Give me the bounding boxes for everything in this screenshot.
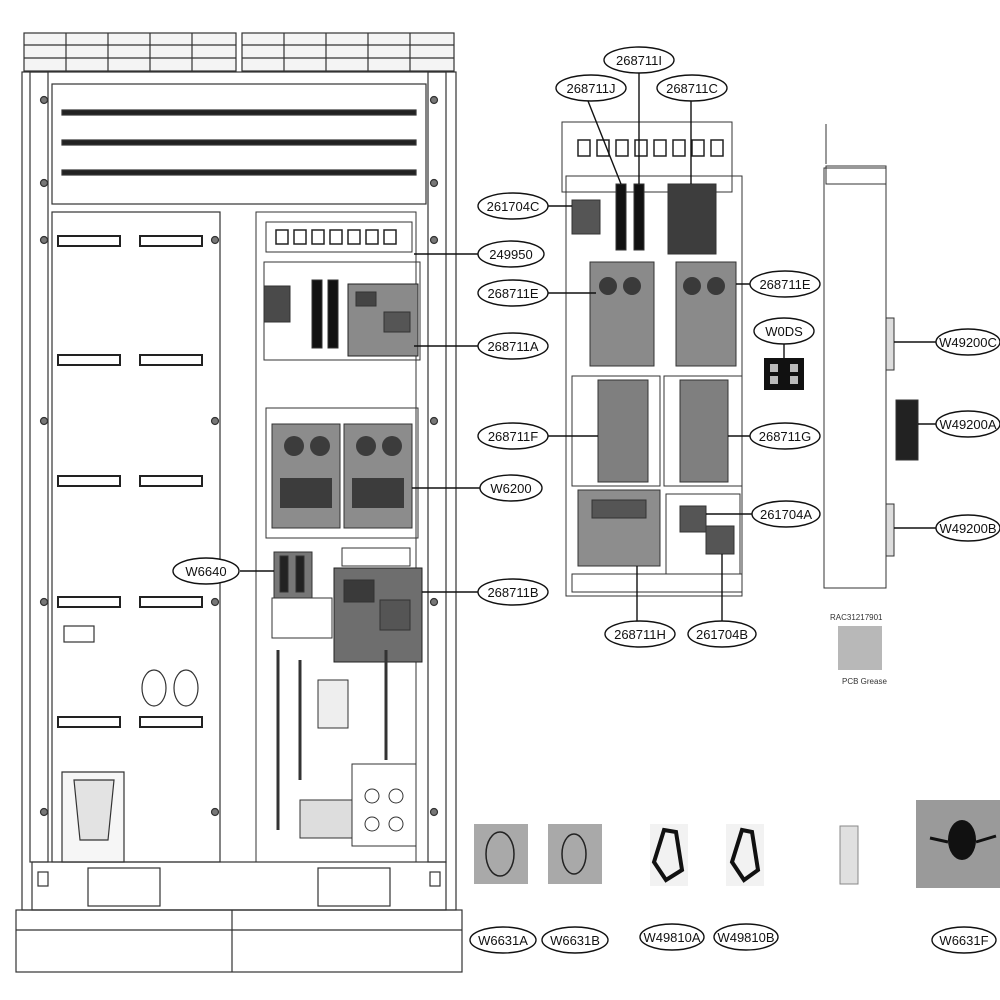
callout-268711J: 268711J <box>555 74 627 102</box>
svg-text:268711J: 268711J <box>567 81 616 96</box>
svg-text:W6200: W6200 <box>490 481 531 496</box>
svg-text:268711A: 268711A <box>487 339 538 354</box>
svg-text:268711E: 268711E <box>759 277 810 292</box>
callout-W6640: W6640 <box>172 557 240 585</box>
callout-W6631B: W6631B <box>541 926 609 954</box>
pcb-268711F <box>597 379 649 483</box>
svg-text:261704C: 261704C <box>487 199 540 214</box>
part-W6631B <box>548 824 602 884</box>
reactor-W49200C <box>885 317 895 371</box>
svg-text:W6631F: W6631F <box>939 933 988 948</box>
pcb-268711G <box>679 379 729 483</box>
callout-W49200C: W49200C <box>935 328 1000 356</box>
callout-W6631F: W6631F <box>931 926 997 954</box>
svg-text:W6631A: W6631A <box>478 933 528 948</box>
inverter-pcb-268711E-left <box>589 261 655 367</box>
part-W0DS <box>764 358 804 390</box>
callout-W49810B: W49810B <box>713 923 779 951</box>
control-box-interior <box>255 211 423 863</box>
svg-text:W49200A: W49200A <box>939 417 996 432</box>
svg-text:268711B: 268711B <box>487 585 538 600</box>
svg-text:261704A: 261704A <box>760 507 812 522</box>
pcb-grease-label: PCB Grease <box>842 677 887 686</box>
callout-268711E-right: 268711E <box>749 270 821 298</box>
svg-text:W6631B: W6631B <box>550 933 600 948</box>
part-W49810A <box>650 824 688 886</box>
part-W6631A <box>474 824 528 884</box>
control-panel-assembly <box>561 121 743 597</box>
transformer-261704C <box>571 199 601 235</box>
side-panel <box>823 124 919 589</box>
pcb-268711C <box>667 183 717 255</box>
callout-268711E-left: 268711E <box>477 279 549 307</box>
callout-W0DS: W0DS <box>753 317 815 345</box>
callout-268711H: 268711H <box>604 620 676 648</box>
outdoor-unit-cabinet <box>15 32 463 973</box>
svg-text:268711I: 268711I <box>616 53 662 68</box>
transformer-261704A <box>679 505 707 533</box>
callouts: 268711I 268711J 268711C 261704C 249950 2… <box>172 46 1000 954</box>
callout-249950: 249950 <box>477 240 545 268</box>
callout-W49200B: W49200B <box>935 514 1000 542</box>
svg-text:W49810A: W49810A <box>643 930 700 945</box>
callout-268711C: 268711C <box>656 74 728 102</box>
part-fuse <box>839 825 859 885</box>
relay-268711J <box>615 183 627 251</box>
fan-grille-right <box>241 32 455 72</box>
svg-text:W0DS: W0DS <box>765 324 803 339</box>
svg-text:W49200B: W49200B <box>939 521 996 536</box>
part-W49810B <box>726 824 764 886</box>
callout-W49810A: W49810A <box>639 923 705 951</box>
svg-text:W49200C: W49200C <box>939 335 997 350</box>
svg-text:249950: 249950 <box>489 247 532 262</box>
pcb-grease-image <box>838 626 882 670</box>
callout-261704B: 261704B <box>687 620 757 648</box>
svg-text:268711H: 268711H <box>614 627 666 642</box>
svg-text:W49810B: W49810B <box>717 930 774 945</box>
svg-text:261704B: 261704B <box>696 627 748 642</box>
callout-268711G: 268711G <box>749 422 821 450</box>
callout-W49200A: W49200A <box>935 410 1000 438</box>
callout-W6200: W6200 <box>479 474 543 502</box>
callout-268711B: 268711B <box>477 578 549 606</box>
callout-268711I: 268711I <box>603 46 675 74</box>
callout-W6631A: W6631A <box>469 926 537 954</box>
fan-grille-left <box>23 32 237 72</box>
callout-268711A: 268711A <box>477 332 549 360</box>
reactor-W49200B <box>885 503 895 557</box>
svg-text:268711E: 268711E <box>487 286 538 301</box>
relay-268711I <box>633 183 645 251</box>
callout-261704A: 261704A <box>751 500 821 528</box>
inverter-board-w6200-b <box>343 423 413 529</box>
svg-text:268711C: 268711C <box>666 81 718 96</box>
svg-text:268711G: 268711G <box>759 429 812 444</box>
callout-268711F: 268711F <box>477 422 549 450</box>
part-W6631F <box>916 800 1000 888</box>
inverter-pcb-268711E-right <box>675 261 737 367</box>
transformer-261704B <box>705 525 735 555</box>
callout-261704C: 261704C <box>477 192 549 220</box>
svg-text:268711F: 268711F <box>488 429 538 444</box>
reactor-W49200A <box>895 399 919 461</box>
inverter-board-w6200-a <box>271 423 341 529</box>
pcb-grease-part-number: RAC31217901 <box>830 613 883 622</box>
svg-text:W6640: W6640 <box>185 564 226 579</box>
